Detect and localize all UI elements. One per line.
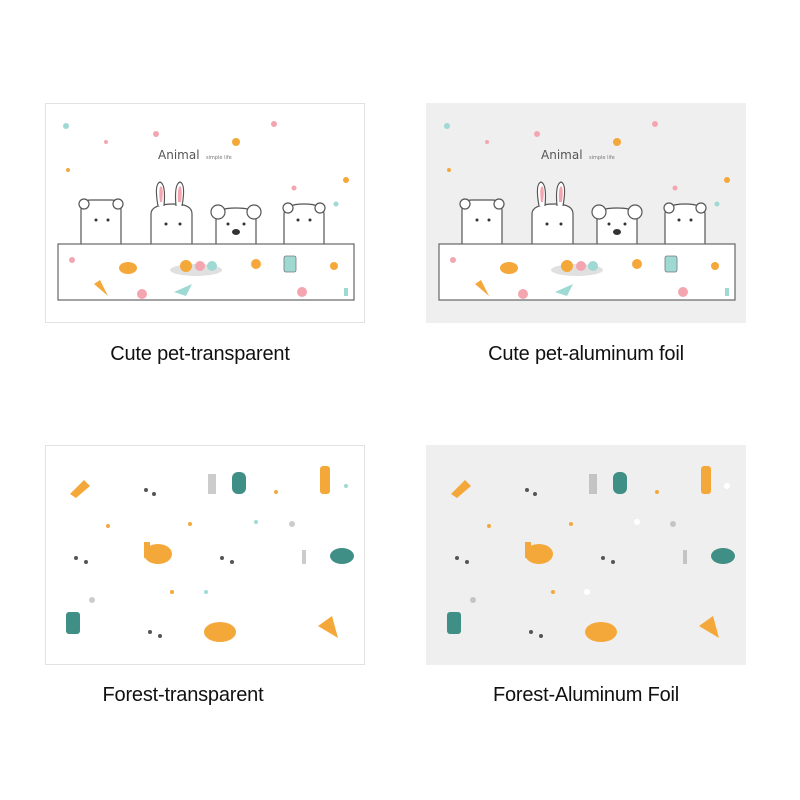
product-caption: Forest-transparent [102, 684, 264, 706]
product-card-cute-pet-aluminum-foil[interactable]: Animal simple life [426, 103, 746, 323]
product-card-forest-transparent[interactable] [45, 445, 365, 665]
mat-title: Animal [541, 148, 583, 162]
cute-pet-illustration: Animal simple life [57, 121, 355, 301]
cute-pet-mat-image: Animal simple life [438, 121, 736, 301]
cute-pet-illustration: Animal simple life [438, 121, 736, 301]
product-caption: Forest-Aluminum Foil [492, 684, 680, 706]
product-caption: Cute pet-transparent [110, 343, 290, 365]
forest-illustration [447, 466, 735, 642]
mat-subtitle: simple life [589, 155, 615, 161]
product-card-forest-aluminum-foil[interactable] [426, 445, 746, 665]
cute-pet-mat-image: Animal simple life [57, 121, 355, 301]
forest-mat-image [447, 466, 735, 642]
forest-mat-image [66, 466, 354, 642]
mat-subtitle: simple life [206, 155, 232, 161]
product-card-cute-pet-transparent[interactable]: Animal simple life [45, 103, 365, 323]
product-caption: Cute pet-aluminum foil [488, 343, 684, 365]
forest-illustration [66, 466, 354, 642]
mat-title: Animal [158, 148, 200, 162]
